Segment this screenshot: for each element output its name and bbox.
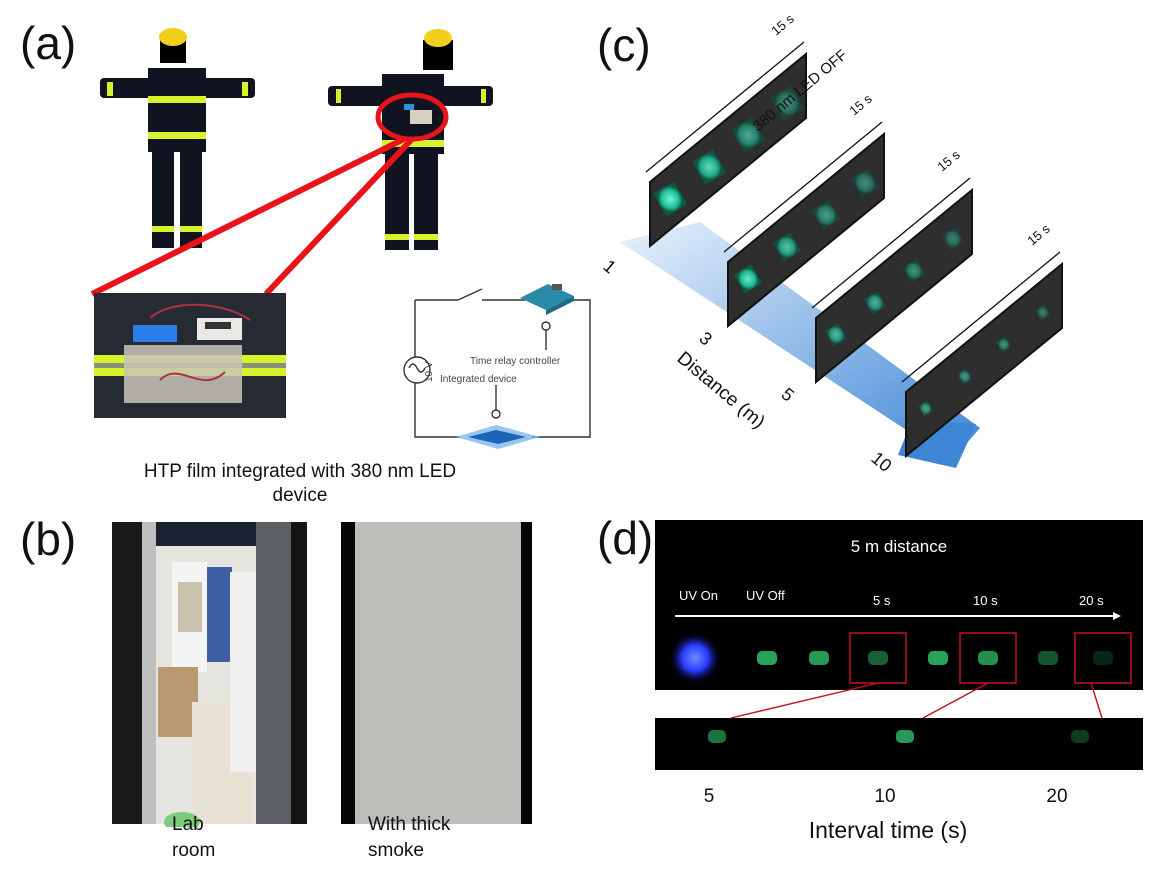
afterglow-spot: [757, 651, 777, 665]
lab-room-caption-line2: room: [172, 840, 216, 861]
glow-spot: [692, 149, 727, 185]
device-photo: [94, 293, 286, 418]
integrated-device-icon: [456, 425, 540, 449]
glow-spot: [863, 291, 887, 315]
interval-image: [655, 718, 1143, 770]
glow-spot: [770, 85, 805, 121]
uv-spot: [669, 632, 721, 684]
lab-room-caption-line1: Lab: [172, 814, 204, 835]
relay-controller-icon: [520, 284, 574, 315]
afterglow-spot: [1038, 651, 1058, 665]
x-axis-label: Interval time (s): [809, 817, 967, 843]
panel-d-label: (d): [597, 512, 654, 564]
afterglow-spot: [928, 651, 948, 665]
connector-line: [922, 682, 989, 719]
panel-a-caption-line1: HTP film integrated with 380 nm LED: [143, 461, 457, 482]
duration-arrow: [723, 121, 883, 253]
distance-axis-label: Distance (m): [673, 348, 769, 433]
panel-a-caption-line2: device: [272, 485, 328, 506]
led-strip-3m: 15 s: [723, 91, 885, 329]
glow-spot: [653, 181, 688, 217]
lab-room-caption: Lab room: [172, 812, 215, 864]
firefighter-front-image: [100, 28, 255, 248]
x-tick-20: 20: [1046, 786, 1067, 807]
panel-a-label: (a): [20, 17, 77, 69]
duration-label: 15 s: [934, 147, 963, 175]
timeline-label-5s: 5 s: [873, 593, 891, 608]
ac-source-icon: [403, 356, 431, 384]
afterglow-spot: [1093, 651, 1113, 665]
lab-room-photo: [112, 522, 307, 827]
glow-spot: [731, 117, 766, 153]
distance-tick-5: 5: [777, 384, 798, 406]
smoke-caption: With thick smoke: [368, 812, 450, 864]
led-strip-1m: 15 s: [645, 11, 807, 249]
glow-spot: [956, 368, 973, 385]
afterglow-spot: [809, 651, 829, 665]
glow-spot: [941, 227, 965, 251]
glow-spot: [995, 336, 1012, 353]
interval-spot-5s: [708, 730, 726, 743]
timeline-label-10s: 10 s: [973, 593, 998, 608]
x-tick-5: 5: [704, 786, 715, 807]
x-tick-10: 10: [874, 786, 895, 807]
timeline-label-uv-on: UV On: [679, 588, 718, 603]
duration-arrow: [811, 177, 971, 309]
glow-spot: [1034, 304, 1051, 321]
timeline-label-20s: 20 s: [1079, 593, 1104, 608]
glow-spot: [824, 323, 848, 347]
duration-label: 15 s: [846, 91, 875, 119]
integrated-device-label: Integrated device: [440, 374, 517, 385]
interval-spot-20s: [1071, 730, 1089, 743]
switch-icon: [457, 288, 483, 301]
glow-spot: [811, 200, 841, 230]
distance-tick-1: 1: [599, 256, 620, 278]
panel-b-images: [112, 522, 532, 827]
glow-spot: [733, 264, 763, 294]
duration-arrow: [901, 251, 1061, 383]
circuit-diagram: [403, 288, 591, 438]
distance-floor: [620, 222, 980, 460]
smoke-caption-line2: smoke: [368, 840, 424, 861]
distance-tick-3: 3: [695, 328, 716, 350]
timeline-label-uv-off: UV Off: [746, 588, 785, 603]
smoke-caption-line1: With thick: [368, 814, 451, 835]
afterglow-spot: [868, 651, 888, 665]
panel-b-label: (b): [20, 513, 77, 565]
panel-c-label: (c): [597, 19, 651, 71]
relay-controller-label: Time relay controller: [470, 356, 561, 367]
timeline-title: 5 m distance: [851, 537, 947, 556]
afterglow-spot: [978, 651, 998, 665]
thick-smoke-photo: [341, 522, 532, 824]
connector-line: [730, 682, 879, 719]
glow-spot: [902, 259, 926, 283]
circuit-wire-left: [414, 300, 460, 438]
duration-label: 15 s: [768, 11, 797, 39]
duration-arrow: [645, 41, 805, 173]
panel-c-figure: 15 s15 s15 s15 s 380 nm LED OFF 1 3 5 10…: [599, 11, 1063, 476]
duration-label: 15 s: [1024, 221, 1053, 249]
panel-a-figure: 10 V Time relay controller Integrated de…: [90, 28, 591, 449]
connector-line: [1090, 682, 1103, 719]
helmet: [424, 29, 452, 47]
glow-spot: [772, 232, 802, 262]
distance-tick-10: 10: [867, 448, 895, 476]
circuit-voltage-label: 10 V: [424, 361, 435, 382]
interval-spot-10s: [896, 730, 914, 743]
zoom-line-right: [263, 136, 415, 297]
highlight-box: [1074, 632, 1132, 684]
helmet: [159, 28, 187, 46]
glow-spot: [850, 168, 880, 198]
timeline-image: [655, 520, 1143, 690]
panel-a-caption: HTP film integrated with 380 nm LED devi…: [90, 460, 510, 508]
glow-spot: [917, 400, 934, 417]
zoom-line-left: [90, 136, 406, 297]
panel-d-figure: 5 m distance UV On UV Off 5 s 10 s 20 s …: [655, 520, 1143, 843]
